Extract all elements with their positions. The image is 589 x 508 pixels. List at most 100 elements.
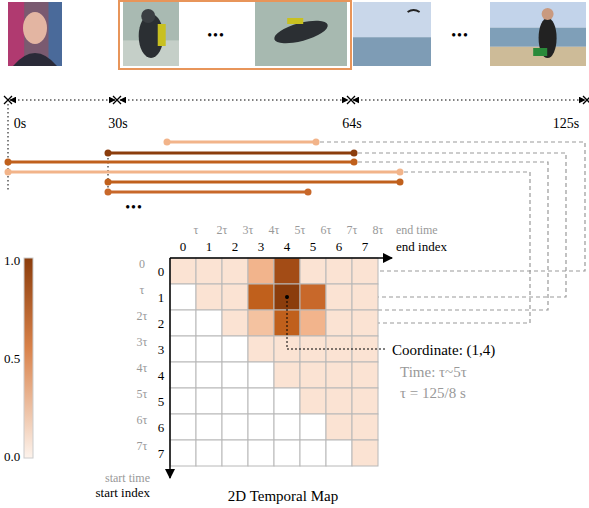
map-cell (248, 388, 274, 414)
tick-mark (347, 96, 355, 104)
map-cell (248, 414, 274, 440)
axis-label: 5τ (295, 224, 306, 236)
sky (353, 2, 431, 37)
axis-label: 4 (158, 369, 165, 382)
segment-end (5, 169, 12, 176)
map-cell (326, 388, 352, 414)
axis-label: τ (140, 284, 145, 296)
map-cell (274, 440, 300, 466)
axis-label: 4 (284, 240, 291, 253)
person-head (542, 8, 554, 20)
axis-label: 2τ (217, 224, 228, 236)
pointer-line (302, 153, 566, 297)
segment-end (351, 159, 358, 166)
segment-line (167, 141, 316, 144)
axis-label: end index (396, 240, 447, 253)
axis-label: 6τ (137, 414, 148, 426)
axis-label: 0 (158, 265, 165, 278)
segment-end (164, 139, 171, 146)
map-cell (222, 388, 248, 414)
axis-label: 3 (158, 343, 165, 356)
highlight-box (119, 1, 351, 69)
kite (408, 10, 420, 12)
axis-label: 5τ (137, 388, 148, 400)
diver (272, 16, 330, 48)
time-span (10, 100, 115, 101)
map-cell (274, 362, 300, 388)
map-cell (248, 284, 274, 310)
ellipsis: ••• (207, 29, 225, 43)
video-frame (255, 2, 347, 66)
map-cell (196, 310, 222, 336)
pointer-line (262, 172, 530, 323)
map-cell (222, 362, 248, 388)
segment-end (105, 179, 112, 186)
timeline (4, 96, 589, 192)
axis-label: 4τ (269, 224, 280, 236)
map-cell (170, 336, 196, 362)
frame-background (8, 2, 24, 66)
map-cell (248, 258, 274, 284)
pointer-lines (262, 142, 585, 323)
axis-label: 6 (336, 240, 343, 253)
map-cell (300, 284, 326, 310)
map-cell (352, 284, 378, 310)
video-frame (353, 2, 431, 66)
ellipsis: ••• (451, 29, 469, 43)
segment-end (105, 189, 112, 196)
map-cell (196, 336, 222, 362)
time-label: 30s (108, 117, 127, 131)
map-cell (222, 414, 248, 440)
map-cell (222, 336, 248, 362)
segment-end (105, 150, 112, 157)
map-cell (352, 414, 378, 440)
axis-label: 2 (232, 240, 239, 253)
map-cell (352, 440, 378, 466)
annotation-text: Time: τ~5τ (400, 365, 467, 380)
map-cell (222, 284, 248, 310)
segment-end (5, 159, 12, 166)
sea (490, 28, 586, 47)
map-cell (170, 258, 196, 284)
colorbar-label: 0.5 (4, 352, 20, 365)
map-cell (196, 362, 222, 388)
frame-background (49, 2, 63, 66)
axis-label: 5 (158, 395, 165, 408)
map-cell (222, 440, 248, 466)
map-cell (326, 310, 352, 336)
pointer-line (300, 142, 585, 271)
map-cell (248, 362, 274, 388)
axis-label: 6 (158, 421, 165, 434)
map-cell (170, 388, 196, 414)
segment-line (108, 181, 400, 184)
segment-line (108, 191, 308, 194)
time-label: 0s (14, 117, 26, 131)
video-frame (8, 2, 62, 66)
axis-label: 1 (206, 240, 213, 253)
map-cell (274, 388, 300, 414)
map-cell (170, 310, 196, 336)
axis-label: 8τ (373, 224, 384, 236)
axis-label: 7τ (347, 224, 358, 236)
map-cell (352, 388, 378, 414)
annotation-text: Coordinate: (1,4) (392, 343, 495, 358)
sky (490, 2, 586, 28)
diver-head (141, 9, 155, 23)
map-cell (352, 310, 378, 336)
axis-line (169, 258, 171, 478)
axis-label: 7 (158, 447, 165, 460)
map-cell (352, 258, 378, 284)
axis-label: 1 (158, 291, 165, 304)
map-cell (170, 414, 196, 440)
bag (533, 48, 547, 56)
map-cell (300, 362, 326, 388)
video-frames (8, 2, 586, 66)
axis-label: 3 (258, 240, 265, 253)
map-cell (326, 258, 352, 284)
map-cell (352, 362, 378, 388)
map-cell (170, 362, 196, 388)
time-label: 64s (342, 117, 361, 131)
temporal-map (170, 258, 392, 478)
caption: 2D Temporal Map (228, 489, 338, 504)
